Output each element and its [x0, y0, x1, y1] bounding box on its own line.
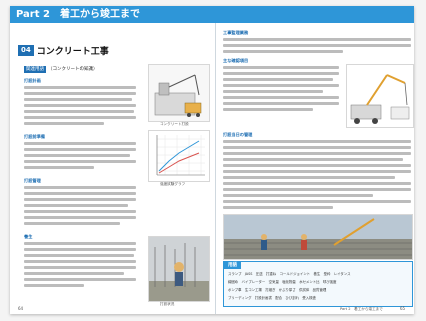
page-number-right: 65: [400, 306, 406, 311]
text-line: [24, 116, 136, 119]
paragraph-head: 養生: [24, 234, 33, 239]
text-line: [223, 170, 411, 173]
text-line: [223, 194, 373, 197]
figure-caption: コンクリート打設: [160, 122, 189, 126]
text-line: [24, 154, 130, 157]
text-line: [24, 104, 136, 107]
text-line: [223, 200, 411, 203]
text-line: [223, 146, 411, 149]
subhead-text: （コンクリートの知識）: [48, 67, 98, 72]
subhead-tag: 関連用語: [24, 66, 46, 73]
concrete-pour-illustration: [148, 64, 210, 122]
keyword-line: 締固め バイブレーター 空気量 塩化物量 水セメント比 呼び強度: [228, 280, 337, 284]
text-line: [24, 272, 124, 275]
text-line: [223, 66, 339, 69]
text-line: [24, 92, 136, 95]
text-line: [24, 248, 136, 251]
text-line: [24, 86, 136, 89]
section-number: 04: [18, 44, 34, 56]
text-line: [24, 142, 136, 145]
text-line: [24, 186, 136, 189]
left-subhead: 関連用語 （コンクリートの知識）: [24, 66, 98, 73]
footer-right: Part 2 着工から竣工まで: [340, 307, 383, 311]
text-line: [223, 108, 313, 111]
text-line: [24, 98, 132, 101]
keyword-line: ポンプ車 生コン工場 打継ぎ かぶり厚さ 供試体 品質管理: [228, 288, 327, 292]
keyword-line: スランプ JASS 圧送 打重ね コールドジョイント 養生 型枠 レイタンス: [228, 272, 351, 276]
pouring-photo: [148, 236, 210, 302]
text-line: [223, 72, 339, 75]
paragraph-head: 打設管理: [24, 178, 41, 183]
text-line: [223, 164, 411, 167]
part-header-bar: Part 2 着工から竣工まで: [10, 6, 414, 23]
text-line: [24, 122, 104, 125]
book-spread: Part 2 着工から竣工まで 04 コンクリート工事 関連用語 （コンクリート…: [10, 6, 414, 314]
figure-caption: 打設状況: [160, 302, 175, 306]
paragraph-head: 打設計画: [24, 78, 41, 83]
text-line: [223, 140, 411, 143]
text-line: [24, 222, 120, 225]
text-line: [223, 188, 411, 191]
keyword-line: ブリーディング 打設計画書 配合 ひび割れ 受入検査: [228, 296, 316, 300]
text-line: [223, 78, 333, 81]
paragraph-head: 工事監理業務: [223, 30, 249, 35]
text-line: [223, 90, 323, 93]
text-line: [24, 216, 136, 219]
paragraph-head: 打設当日の管理: [223, 132, 253, 137]
text-line: [24, 148, 136, 151]
text-line: [24, 260, 136, 263]
text-line: [223, 206, 333, 209]
section-heading: コンクリート工事: [36, 46, 109, 57]
text-line: [223, 158, 403, 161]
text-line: [223, 182, 411, 185]
page-number-left: 64: [18, 306, 24, 311]
text-line: [24, 160, 136, 163]
text-line: [24, 204, 128, 207]
text-line: [24, 210, 136, 213]
pump-truck-illustration: [346, 64, 414, 128]
text-line: [223, 84, 339, 87]
text-line: [24, 198, 136, 201]
part-title: Part 2 着工から竣工まで: [16, 9, 140, 20]
text-line: [223, 50, 343, 53]
text-line: [223, 152, 411, 155]
text-line: [24, 284, 84, 287]
site-photo: [223, 214, 413, 260]
page-gutter: [215, 23, 216, 314]
paragraph-head: 主な確認項目: [223, 58, 249, 63]
text-line: [223, 96, 339, 99]
text-line: [24, 110, 134, 113]
text-line: [24, 242, 136, 245]
text-line: [24, 192, 136, 195]
figure-caption: 強度試験グラフ: [160, 182, 186, 186]
text-line: [223, 176, 395, 179]
keyword-box: 用語 スランプ JASS 圧送 打重ね コールドジョイント 養生 型枠 レイタン…: [223, 261, 413, 307]
text-line: [24, 166, 94, 169]
text-line: [24, 254, 134, 257]
text-line: [24, 266, 136, 269]
text-line: [223, 38, 411, 41]
paragraph-head: 打設前準備: [24, 134, 45, 139]
text-line: [24, 278, 136, 281]
keyword-box-title: 用語: [224, 262, 241, 269]
section-title: 04 コンクリート工事: [18, 44, 109, 57]
strength-graph: [148, 130, 210, 182]
text-line: [223, 102, 339, 105]
text-line: [223, 44, 411, 47]
